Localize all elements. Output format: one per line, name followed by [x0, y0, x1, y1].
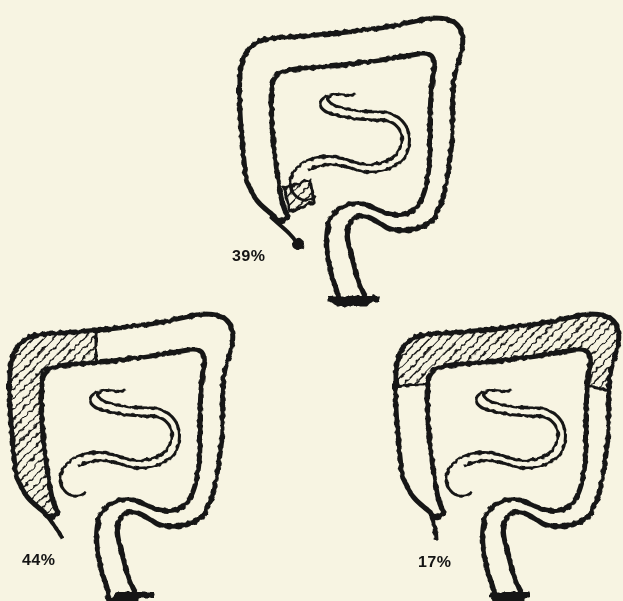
percentage-label-right: 17%: [418, 554, 452, 572]
colon-diagram-top: [239, 18, 462, 304]
percentage-label-top: 39%: [232, 248, 266, 266]
shaded-cecum-region: [284, 180, 314, 212]
percentage-label-left: 44%: [22, 552, 56, 570]
